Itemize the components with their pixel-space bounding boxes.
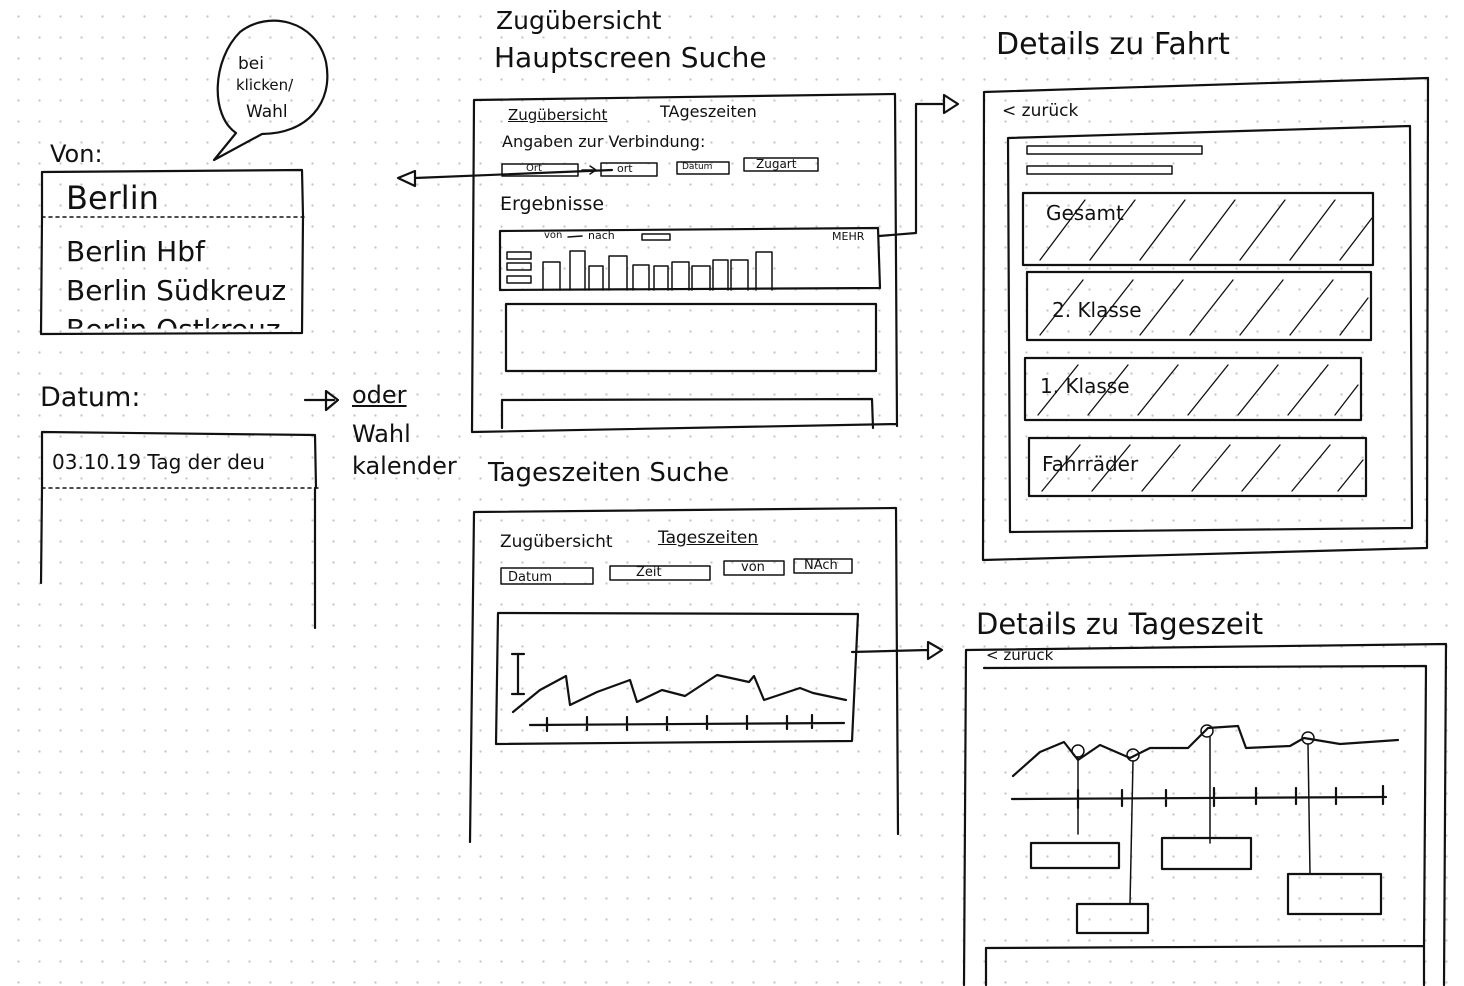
main-screen-frame <box>470 92 899 434</box>
bubble-line-3: Wahl <box>246 102 288 122</box>
dt-info-box-3 <box>1286 872 1383 916</box>
suggestion-item[interactable]: Berlin Südkreuz <box>66 274 287 307</box>
detail-line-2 <box>1026 165 1173 175</box>
speech-bubble <box>212 19 329 162</box>
hatch-fahrraeder <box>1041 444 1364 492</box>
details-fahrt-caption: Details zu Fahrt <box>996 27 1230 62</box>
details-tageszeit-frame <box>962 642 1448 986</box>
field-label: Ort <box>526 163 542 174</box>
main-empty-box-1 <box>504 302 878 373</box>
t-chart-line <box>511 673 848 714</box>
hatch-1-klasse <box>1037 364 1359 416</box>
details-tageszeit-inner <box>982 664 1428 986</box>
results-panel <box>498 226 882 292</box>
link-arrow-to-details-tageszeit <box>850 640 944 661</box>
t-field-label: von <box>741 560 765 575</box>
section-label-1-klasse[interactable]: 1. Klasse <box>1040 374 1130 398</box>
dt-leader-lines <box>1077 736 1311 905</box>
details-fahrt-inner <box>1006 124 1414 534</box>
section-label-gesamt[interactable]: Gesamt <box>1046 201 1124 225</box>
datum-input-box[interactable] <box>40 430 318 490</box>
tab-zuguebersicht-active[interactable]: Zugübersicht <box>508 106 608 124</box>
bubble-line-2: klicken/ <box>236 76 294 94</box>
t-field-box-zeit[interactable] <box>609 565 711 581</box>
details-tageszeit-caption: Details zu Tageszeit <box>976 607 1264 641</box>
section-label-2-klasse[interactable]: 2. Klasse <box>1052 298 1142 322</box>
dt-chart-axis <box>1010 784 1388 810</box>
section-box-2-klasse[interactable] <box>1025 270 1373 342</box>
detail-line-1 <box>1026 145 1203 155</box>
main-empty-box-2 <box>500 397 875 430</box>
back-link[interactable]: < zurück <box>1002 101 1079 121</box>
oder-arrow <box>303 389 340 412</box>
section-label-fahrraeder[interactable]: Fahrräder <box>1042 452 1139 476</box>
dt-info-box-2 <box>1160 836 1253 871</box>
hatch-2-klasse <box>1039 279 1369 336</box>
datum-label: Datum: <box>40 382 141 413</box>
t-field-label: Datum <box>508 570 552 585</box>
details-fahrt-frame <box>981 76 1430 562</box>
field-label: ort <box>617 162 633 175</box>
field-label: Zugart <box>756 157 797 171</box>
link-arrow-to-search <box>396 168 614 188</box>
results-von-text: von <box>544 230 563 241</box>
tab-tageszeiten[interactable]: TAgeszeiten <box>660 102 757 121</box>
results-mini-list <box>506 251 532 284</box>
t-field-box-datum[interactable] <box>500 567 594 585</box>
field-label: Datum <box>682 162 713 172</box>
results-von-bar <box>567 235 583 238</box>
t-field-box-von[interactable] <box>723 560 785 576</box>
datum-dropdown <box>39 486 317 630</box>
main-caption-line-2: Hauptscreen Suche <box>494 41 767 74</box>
t-field-label: Zeit <box>636 565 662 580</box>
dt-info-box-1 <box>1029 841 1121 870</box>
section-box-fahrraeder[interactable] <box>1027 436 1368 498</box>
t-chart-axis <box>528 713 846 733</box>
section-box-gesamt[interactable] <box>1021 191 1375 267</box>
von-label: Von: <box>50 140 103 168</box>
datum-input-value[interactable]: 03.10.19 Tag der deu <box>52 450 265 474</box>
link-arrow-to-details-fahrt <box>877 93 960 238</box>
t-chart-scale <box>510 652 526 696</box>
results-label: Ergebnisse <box>500 193 605 215</box>
section-box-1-klasse[interactable] <box>1023 356 1363 422</box>
t-field-box-nach[interactable] <box>793 558 853 574</box>
field-box-ort-from[interactable] <box>501 163 579 177</box>
t-tab-zuguebersicht[interactable]: Zugübersicht <box>500 532 613 552</box>
back-link[interactable]: < zurück <box>986 646 1054 664</box>
t-chart-frame <box>494 611 860 746</box>
results-nach-bar <box>641 233 671 241</box>
wahl-label: Wahl <box>352 420 411 448</box>
oder-label: oder <box>352 381 407 409</box>
kalender-label: kalender <box>352 452 457 480</box>
angaben-label: Angaben zur Verbindung: <box>502 132 706 151</box>
field-box-zugart[interactable] <box>743 157 819 172</box>
hatch-gesamt <box>1039 199 1373 261</box>
von-input-box[interactable] <box>40 168 305 220</box>
results-bars <box>542 250 773 291</box>
von-input-value[interactable]: Berlin <box>66 179 159 217</box>
suggestion-item-cut-off[interactable]: Berlin Ostkreuz <box>66 313 281 346</box>
mehr-link[interactable]: MEHR <box>832 230 865 243</box>
field-box-datum[interactable] <box>676 161 730 175</box>
results-nach-text: nach <box>588 229 615 242</box>
t-tab-tageszeiten-active[interactable]: Tageszeiten <box>658 528 759 548</box>
dt-chart-line <box>1011 724 1400 778</box>
von-suggestion-list <box>39 214 305 336</box>
t-field-label: NAch <box>804 558 838 573</box>
dt-info-box-4 <box>1075 902 1150 935</box>
main-caption-line-1: Zugübersicht <box>496 6 662 35</box>
bubble-line-1: bei <box>238 54 264 74</box>
tageszeiten-caption: Tageszeiten Suche <box>488 458 730 488</box>
suggestion-item[interactable]: Berlin Hbf <box>66 235 205 268</box>
tageszeiten-screen-frame <box>468 506 900 844</box>
